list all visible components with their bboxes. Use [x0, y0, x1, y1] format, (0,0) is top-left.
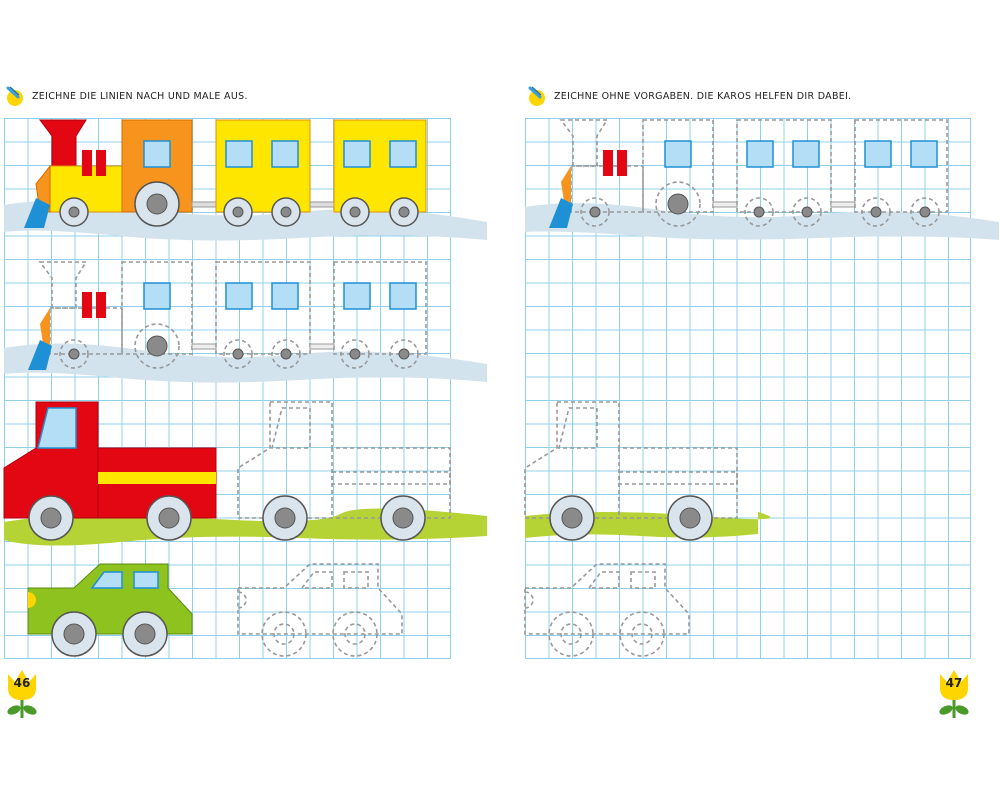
- flower-icon: [939, 670, 969, 718]
- instruction-text: ZEICHNE OHNE VORGABEN. DIE KAROS HELFEN …: [554, 90, 852, 102]
- page-number: 47: [945, 676, 963, 690]
- colored-train: [4, 119, 487, 241]
- dashed-train-right: [525, 119, 999, 240]
- instruction-right: ZEICHNE OHNE VORGABEN. DIE KAROS HELFEN …: [526, 86, 852, 106]
- dashed-truck-right: [524, 401, 771, 541]
- instruction-left: ZEICHNE DIE LINIEN NACH UND MALE AUS.: [4, 86, 248, 106]
- illustration-left: [3, 119, 487, 657]
- page-number-right: 47: [936, 668, 972, 720]
- drawing-grid-right: [525, 118, 971, 659]
- instruction-text: ZEICHNE DIE LINIEN NACH UND MALE AUS.: [32, 90, 248, 102]
- pencil-icon: [6, 86, 23, 106]
- flower-icon: [7, 670, 37, 718]
- cars-left: [27, 563, 403, 657]
- left-page: ZEICHNE DIE LINIEN NACH UND MALE AUS.: [3, 86, 487, 720]
- page-number-left: 46: [4, 668, 40, 720]
- trucks-left: [3, 401, 487, 546]
- dashed-car-right: [524, 563, 690, 657]
- dashed-train-left: [4, 261, 487, 383]
- right-page: ZEICHNE OHNE VORGABEN. DIE KAROS HELFEN …: [500, 0, 1000, 800]
- page-number: 46: [13, 676, 31, 690]
- pencil-icon: [528, 86, 545, 106]
- illustration-right: [524, 119, 999, 657]
